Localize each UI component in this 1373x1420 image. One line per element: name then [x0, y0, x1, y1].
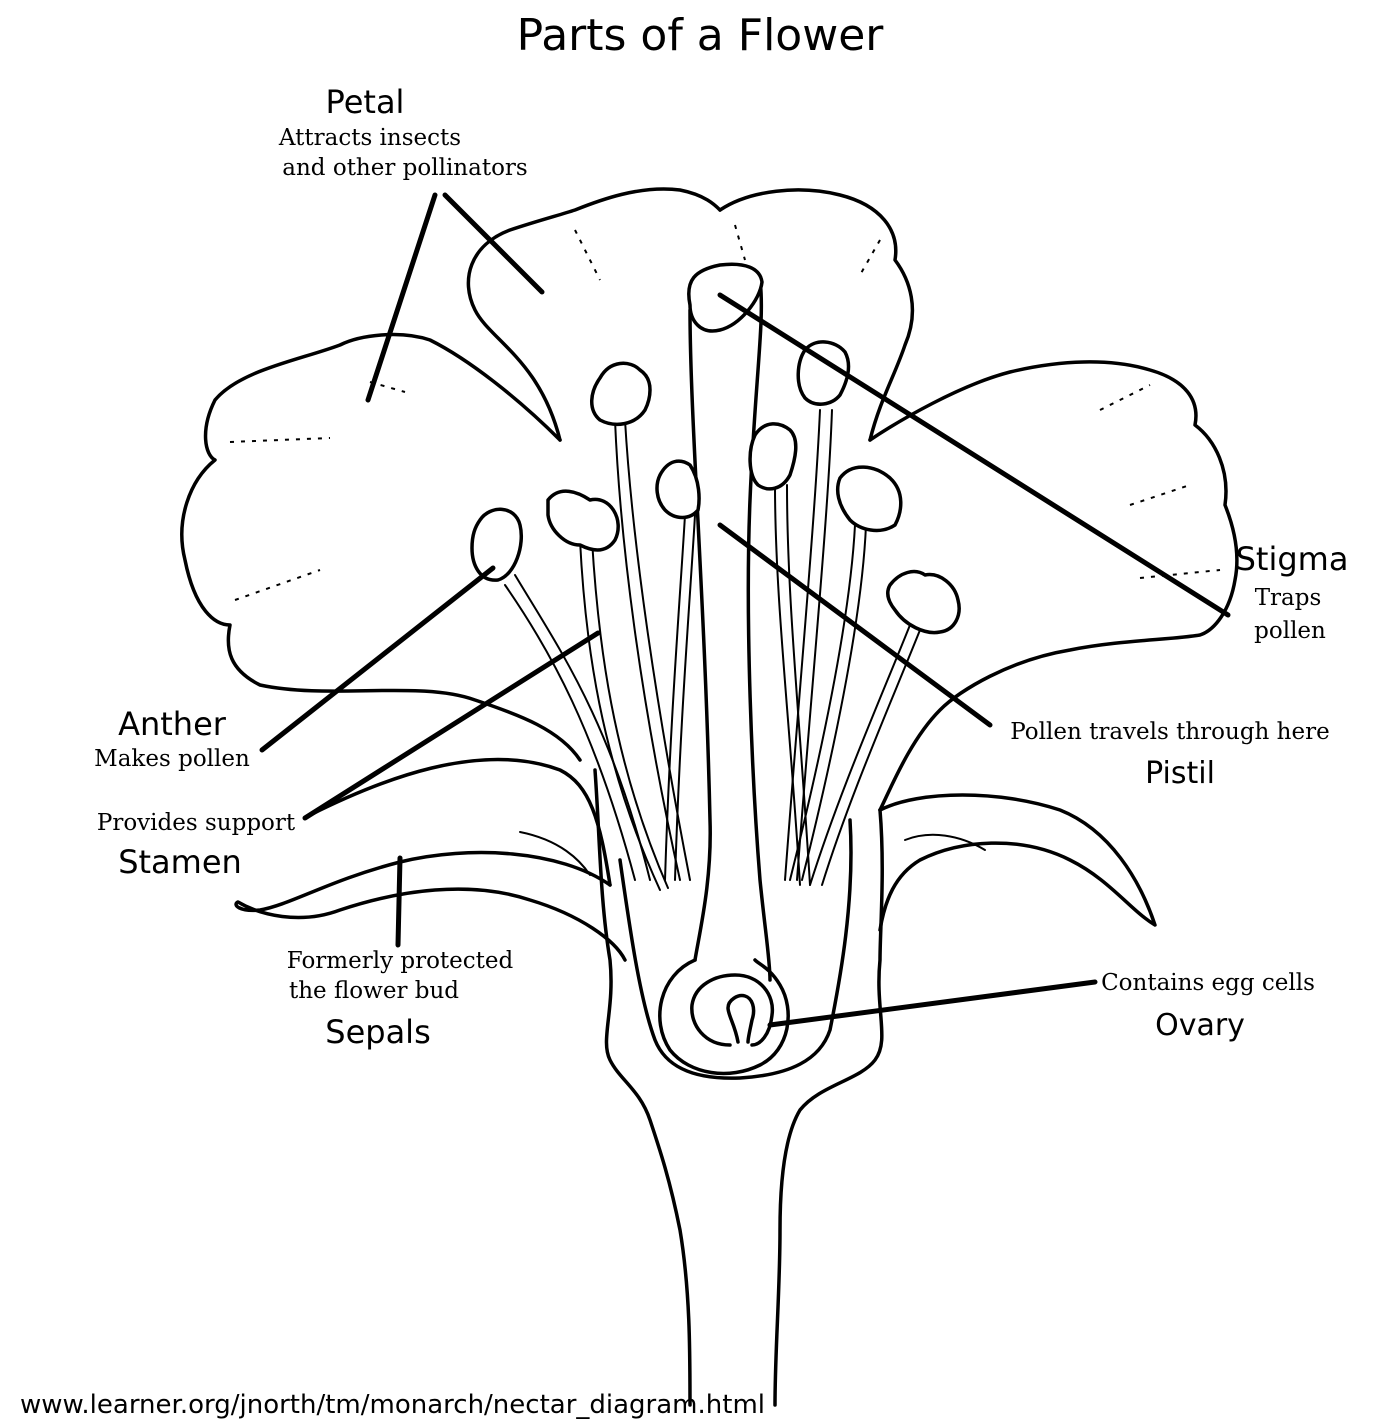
sepals-leader	[398, 858, 400, 945]
stamen-desc: Provides support	[97, 810, 296, 836]
sepals-desc-line1: Formerly protected	[287, 948, 514, 974]
ovary-leader	[770, 982, 1095, 1025]
petal-desc-line2: and other pollinators	[282, 155, 527, 181]
stigma-desc-line1: Traps	[1255, 585, 1322, 611]
anther-name: Anther	[118, 705, 227, 743]
pistil-name: Pistil	[1145, 756, 1215, 791]
leader-lines	[262, 195, 1228, 1025]
sepals-desc-line2: the flower bud	[289, 978, 459, 1004]
anther-desc: Makes pollen	[94, 746, 250, 772]
petal-leader-b	[445, 195, 542, 292]
stamen-leader	[305, 633, 598, 818]
label-sepals: Formerly protected the flower bud Sepals	[287, 948, 514, 1051]
ovule-outer	[692, 975, 773, 1045]
diagram-title: Parts of a Flower	[517, 10, 885, 61]
petal-leader-a	[368, 195, 435, 400]
pistil-style	[690, 310, 710, 960]
label-stigma: Stigma Traps pollen	[1236, 540, 1349, 644]
stamen-name: Stamen	[118, 843, 242, 881]
anthers	[472, 342, 959, 633]
ovule-inner	[728, 996, 754, 1042]
pistil-desc: Pollen travels through here	[1010, 719, 1329, 745]
label-stamen: Provides support Stamen	[97, 810, 296, 881]
petal-name: Petal	[326, 83, 405, 121]
source-url: www.learner.org/jnorth/tm/monarch/nectar…	[20, 1390, 765, 1420]
label-anther: Anther Makes pollen	[94, 705, 250, 772]
petal-desc-line1: Attracts insects	[278, 125, 461, 151]
label-petal: Petal Attracts insects and other pollina…	[278, 83, 528, 181]
label-pistil: Pollen travels through here Pistil	[1010, 719, 1329, 791]
right-sepal	[880, 795, 1155, 930]
ovary-name: Ovary	[1155, 1008, 1245, 1043]
ovary-desc: Contains egg cells	[1101, 970, 1315, 996]
stigma-name: Stigma	[1236, 540, 1349, 578]
left-sepal-upper	[310, 759, 610, 885]
stigma-desc-line2: pollen	[1254, 618, 1326, 644]
left-sepal	[236, 853, 625, 960]
label-ovary: Contains egg cells Ovary	[1101, 970, 1315, 1043]
sepals-name: Sepals	[325, 1013, 430, 1051]
